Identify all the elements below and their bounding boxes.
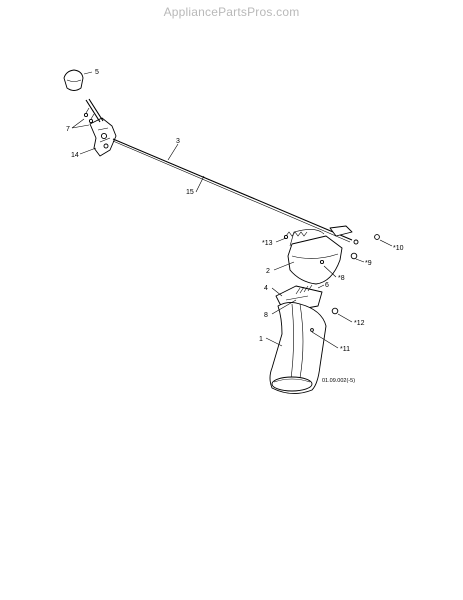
callout-6: 6 (325, 282, 329, 289)
callout-numbers: 5 7 14 3 15 *13 *10 *9 2 *8 6 4 8 *12 1 … (66, 69, 404, 384)
callout-3: 3 (176, 138, 180, 145)
callout-9: *9 (365, 260, 372, 267)
callout-8b: 8 (264, 312, 268, 319)
callout-1: 1 (259, 336, 263, 343)
part-2-deflector (287, 229, 343, 285)
callout-13: *13 (262, 240, 273, 247)
part-9-nut (350, 252, 358, 260)
part-14-control-bracket (85, 98, 117, 157)
site-watermark: AppliancePartsPros.com (163, 5, 300, 19)
callout-5: 5 (95, 69, 99, 76)
part-1-discharge-chute (269, 301, 327, 394)
callout-2: 2 (266, 268, 270, 275)
callout-7: 7 (66, 126, 70, 133)
part-5-knob (63, 69, 84, 91)
part-12-nut (331, 307, 339, 315)
callout-11: *11 (340, 346, 350, 353)
part-13-spring (283, 231, 308, 240)
callout-leaders (71, 71, 393, 349)
callout-4: 4 (264, 285, 268, 292)
part-10-nut (374, 234, 380, 240)
callout-12: *12 (354, 320, 365, 327)
callout-15: 15 (186, 189, 194, 196)
drawing-code: 01.09.002(-5) (322, 378, 355, 384)
part-15-control-rod (112, 138, 359, 245)
callout-14: 14 (71, 152, 79, 159)
callout-10: *10 (393, 245, 404, 252)
callout-8: *8 (338, 275, 345, 282)
part-7-screws (83, 107, 95, 124)
